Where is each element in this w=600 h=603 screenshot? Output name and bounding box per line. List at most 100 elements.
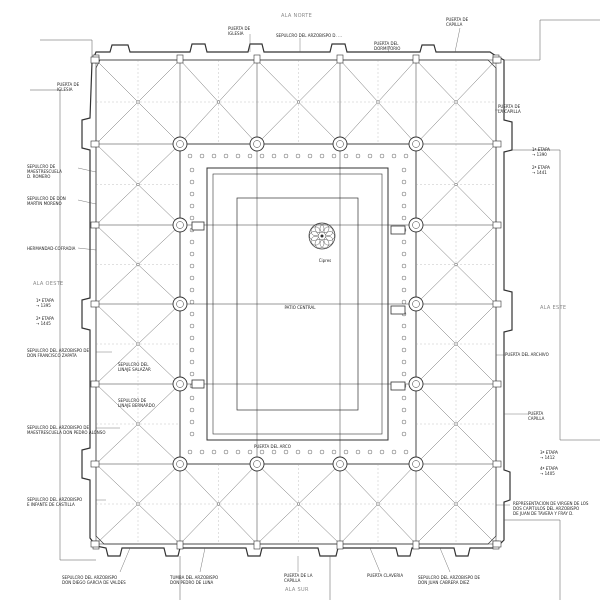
annotation-south-4: PUERTA CLAVERIA bbox=[367, 573, 404, 578]
wall-buttress bbox=[492, 140, 502, 148]
wall-buttress bbox=[90, 300, 100, 308]
patio-label: PATIO CENTRAL bbox=[284, 305, 316, 310]
pier bbox=[332, 136, 348, 152]
annotation-south-3: PUERTA DE LA CAPILLA bbox=[284, 573, 313, 583]
arcade-column bbox=[401, 251, 407, 257]
wall-buttress bbox=[90, 140, 100, 148]
pier bbox=[249, 136, 265, 152]
wall-buttress bbox=[492, 460, 502, 468]
inner-wall bbox=[95, 59, 497, 545]
annotation-west-5: SEPULCRO DEL ARZOBISPO DE MAESTRESCUELA … bbox=[27, 425, 106, 435]
pier-core bbox=[176, 140, 184, 148]
section-marker bbox=[390, 305, 406, 315]
wall-buttress bbox=[336, 54, 344, 64]
stage-label-east-1: 1ª ETAPA → 1390 bbox=[532, 147, 550, 157]
arcade-column bbox=[307, 449, 313, 455]
arcade-column bbox=[189, 287, 195, 293]
arcade-column bbox=[319, 153, 325, 159]
pier bbox=[408, 456, 424, 472]
arcade-column bbox=[307, 153, 313, 159]
arcade-column bbox=[319, 449, 325, 455]
vault-keystone bbox=[136, 100, 140, 104]
garden-label: Cipres bbox=[318, 258, 332, 263]
arcade-column bbox=[189, 407, 195, 413]
arcade-column bbox=[235, 449, 241, 455]
arcade-column bbox=[189, 203, 195, 209]
pier-core bbox=[336, 460, 344, 468]
wing-label-west: ALA OESTE bbox=[33, 281, 64, 287]
wall-buttress bbox=[90, 540, 100, 548]
pier-core bbox=[253, 140, 261, 148]
wall-buttress bbox=[253, 540, 261, 550]
outer-wall bbox=[81, 43, 513, 557]
wall-buttress bbox=[336, 540, 344, 550]
pier-core bbox=[412, 300, 420, 308]
tree-lobe bbox=[323, 236, 334, 246]
arcade-column bbox=[401, 431, 407, 437]
wall-buttress bbox=[90, 460, 100, 468]
stage-label-east-3: 3ª ETAPA → 1412 bbox=[540, 450, 558, 460]
annotation-west-3: HERMANDAD-COFRADIA bbox=[27, 246, 76, 251]
vault-keystone bbox=[136, 182, 140, 186]
arcade-column bbox=[401, 263, 407, 269]
tree-lobe bbox=[310, 226, 321, 236]
vault-keystone bbox=[297, 100, 301, 104]
leader-line bbox=[77, 199, 97, 205]
arcade-column bbox=[401, 203, 407, 209]
leader-line bbox=[119, 547, 131, 573]
leader-line bbox=[199, 547, 206, 573]
arcade-column bbox=[401, 167, 407, 173]
arcade-column bbox=[403, 449, 409, 455]
arcade-column bbox=[187, 449, 193, 455]
wall-buttress bbox=[492, 540, 502, 548]
arcade-column bbox=[247, 153, 253, 159]
arcade-column bbox=[401, 419, 407, 425]
arcade-column bbox=[223, 449, 229, 455]
pier-core bbox=[176, 380, 184, 388]
arcade-column bbox=[199, 449, 205, 455]
annotation-walk-2: SEPULCRO DE LINAJE BERNARDO bbox=[118, 398, 155, 408]
arcade-column bbox=[401, 275, 407, 281]
wall-buttress bbox=[412, 540, 420, 550]
vault-keystone bbox=[376, 100, 380, 104]
arcade-column bbox=[189, 239, 195, 245]
annotation-north-3: PUERTA DEL DORMITORIO bbox=[374, 41, 401, 51]
wall-buttress bbox=[176, 540, 184, 550]
vault-keystone bbox=[136, 263, 140, 267]
arcade-column bbox=[401, 335, 407, 341]
pier-core bbox=[412, 460, 420, 468]
pier-core bbox=[412, 380, 420, 388]
pier bbox=[172, 296, 188, 312]
arcade-column bbox=[189, 167, 195, 173]
annotation-walk-1: SEPULCRO DEL LINAJE SALAZAR bbox=[118, 362, 151, 372]
leader-line bbox=[439, 547, 451, 573]
section-marker bbox=[191, 221, 205, 231]
arcade-column bbox=[189, 419, 195, 425]
arcade-column bbox=[401, 371, 407, 377]
annotation-south-5: SEPULCRO DEL ARZOBISPO DE DON JUAN CABRE… bbox=[418, 575, 481, 585]
annotation-south-1: SEPULCRO DEL ARZOBISPO DON DIEGO GARCIA … bbox=[62, 575, 126, 585]
arcade-column bbox=[331, 153, 337, 159]
arcade-column bbox=[235, 153, 241, 159]
arcade-column bbox=[189, 347, 195, 353]
arcade-column bbox=[283, 449, 289, 455]
annotation-west-4: SEPULCRO DEL ARZOBISPO DE DON FRANCISCO … bbox=[27, 348, 90, 358]
arcade-column bbox=[189, 299, 195, 305]
tree-lobe bbox=[325, 231, 335, 241]
arcade-column bbox=[189, 371, 195, 377]
pier bbox=[172, 217, 188, 233]
arcade-column bbox=[199, 153, 205, 159]
wall-buttress bbox=[492, 56, 502, 64]
arcade-column bbox=[401, 323, 407, 329]
leader-line bbox=[77, 247, 97, 251]
annotation-east-2: PUERTA DEL ARCHIVO bbox=[505, 352, 549, 357]
arcade-column bbox=[211, 153, 217, 159]
tree-lobe bbox=[309, 231, 319, 241]
stage-label-east-2: 2ª ETAPA → 1441 bbox=[532, 165, 550, 175]
arcade-column bbox=[295, 449, 301, 455]
annotation-east-1: PUERTA DE LA CAPILLA bbox=[498, 104, 521, 114]
arcade-column bbox=[211, 449, 217, 455]
leader-line bbox=[454, 27, 461, 53]
arcade-column bbox=[283, 153, 289, 159]
